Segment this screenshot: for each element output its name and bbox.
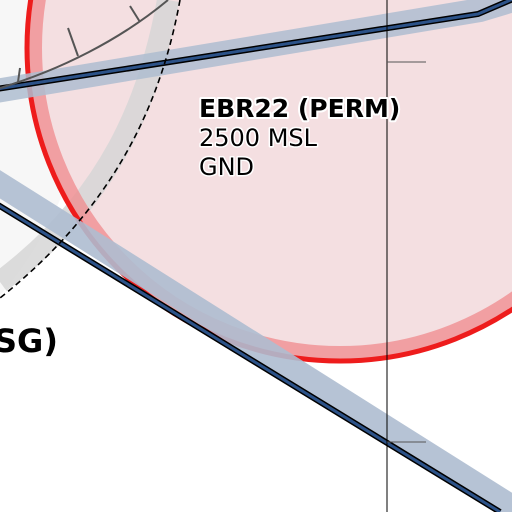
tma-boundary-halo	[0, 0, 179, 291]
airway-upper-core	[0, 0, 512, 90]
zone-upper-limit-label: 2500 MSL	[199, 124, 318, 152]
tick-mark	[67, 27, 79, 57]
airway-lower-buffer	[0, 170, 512, 512]
tick-mark	[129, 5, 141, 23]
zone-name-label: EBR22 (PERM)	[199, 94, 400, 123]
restricted-area-border-halo	[28, 0, 512, 360]
tma-tick-boundary	[0, 0, 169, 89]
restricted-area-circle	[24, 0, 512, 364]
zone-lower-limit-label: GND	[199, 153, 254, 181]
partial-zone-label: SG)	[0, 322, 58, 360]
tick-mark	[17, 67, 21, 83]
airway-lower-core	[0, 204, 501, 512]
tma-boundary-arc	[0, 0, 181, 299]
tma-tick-marks	[17, 5, 141, 83]
